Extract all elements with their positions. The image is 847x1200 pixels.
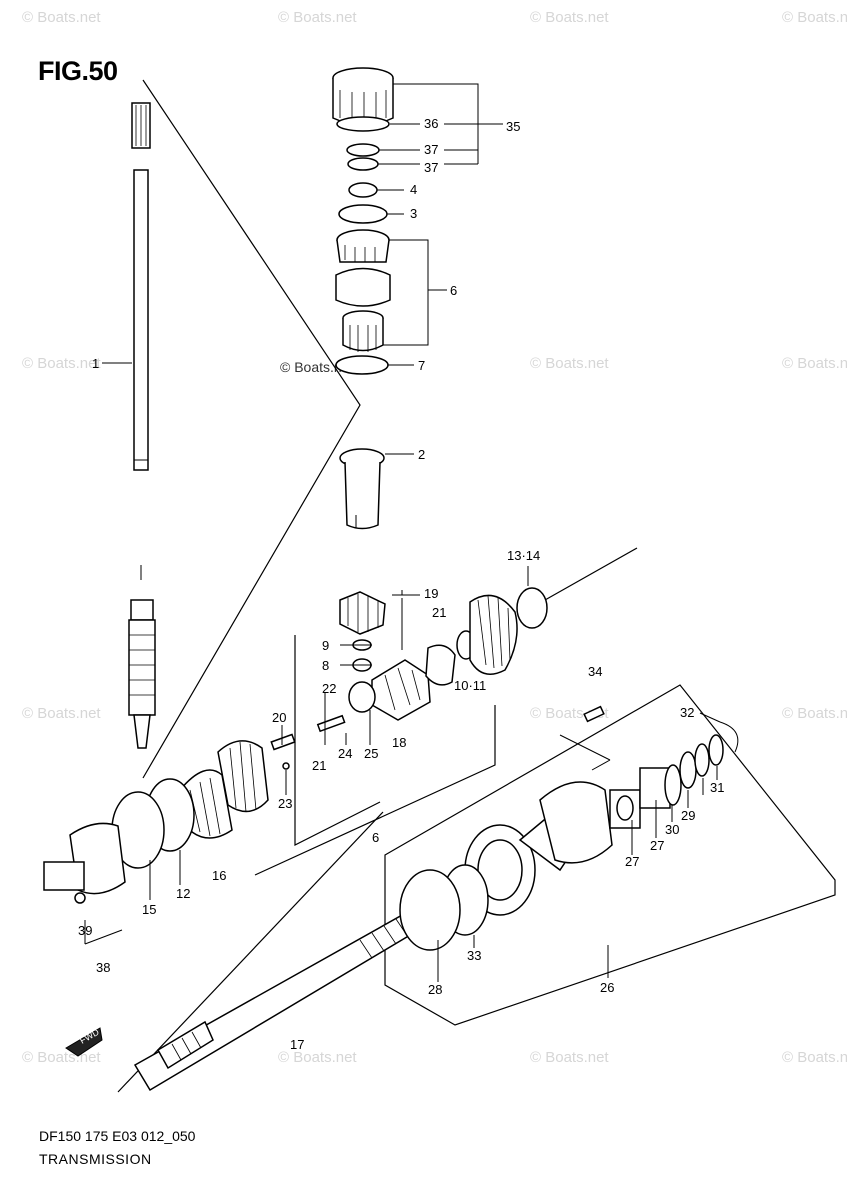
gear-group-frame-left [294, 635, 381, 846]
callout-6: 6 [450, 283, 457, 298]
callout-16: 16 [212, 868, 226, 883]
watermark: © Boats.net [530, 1049, 609, 1066]
watermark: © Boats.net [782, 705, 847, 722]
callout-37b: 37 [424, 160, 438, 175]
shaft-group-frame [142, 79, 361, 779]
callout-1: 1 [92, 356, 99, 371]
group-frames [117, 79, 836, 1093]
watermark: © Boats.net [278, 1049, 357, 1066]
figure-code: DF150 175 E03 012_050 [39, 1128, 196, 1144]
watermark: © Boats.net [280, 359, 353, 375]
callout-21: 21 [432, 605, 446, 620]
callout-8: 8 [322, 658, 329, 673]
callout-3: 3 [410, 206, 417, 221]
housing-assy [399, 705, 739, 951]
drive-shaft [128, 102, 156, 749]
callout-22: 22 [322, 681, 336, 696]
gear-group-frame-bottom [254, 705, 496, 876]
callout-35: 35 [506, 119, 520, 134]
callout-9: 9 [322, 638, 329, 653]
callout-7: 7 [418, 358, 425, 373]
callout-12: 12 [176, 886, 190, 901]
callout-27a: 27 [625, 854, 639, 869]
watermark: © Boats.net [22, 1049, 101, 1066]
watermark: © Boats.net [278, 9, 357, 26]
callout-15: 15 [142, 902, 156, 917]
callout-28: 28 [428, 982, 442, 997]
callout-32: 32 [680, 705, 694, 720]
callout-24: 24 [338, 746, 352, 761]
callout-26: 26 [600, 980, 614, 995]
callout-30: 30 [665, 822, 679, 837]
callout-labels: 1 2 3 4 6 7 35 36 37 37 9 8 10·11 12 13·… [78, 116, 724, 1052]
callout-23: 23 [278, 796, 292, 811]
watermark: © Boats.net [22, 705, 101, 722]
housing-group-frame [384, 684, 836, 1026]
watermark: © Boats.net [22, 9, 101, 26]
callout-25: 25 [364, 746, 378, 761]
callout-19: 19 [424, 586, 438, 601]
callout-17: 17 [290, 1037, 304, 1052]
callout-39: 39 [78, 923, 92, 938]
callout-38: 38 [96, 960, 110, 975]
callout-33: 33 [467, 948, 481, 963]
callout-31: 31 [710, 780, 724, 795]
callout-21b: 21 [312, 758, 326, 773]
watermark: © Boats.net [22, 355, 101, 372]
callout-10-11: 10·11 [454, 678, 486, 693]
watermark: © Boats.net [782, 9, 847, 26]
callout-29: 29 [681, 808, 695, 823]
callout-20: 20 [272, 710, 286, 725]
figure-title: FIG.50 [38, 56, 118, 86]
callout-27b: 27 [650, 838, 664, 853]
gear-group-frame-top [544, 547, 638, 601]
callout-18: 18 [392, 735, 406, 750]
callout-36: 36 [424, 116, 438, 131]
bearing-housing-assy [332, 67, 394, 530]
watermark: © Boats.net [530, 9, 609, 26]
gear-set [43, 587, 548, 904]
watermark: © Boats.net [530, 355, 609, 372]
watermark: © Boats.net [782, 1049, 847, 1066]
section-title: TRANSMISSION [39, 1151, 152, 1167]
propshaft-frame-left [117, 811, 384, 1093]
callout-37a: 37 [424, 142, 438, 157]
leader-lines [84, 83, 721, 982]
callout-13-14: 13·14 [507, 548, 540, 563]
callout-4: 4 [410, 182, 417, 197]
callout-6b: 6 [372, 830, 379, 845]
callout-2: 2 [418, 447, 425, 462]
watermark: © Boats.net [782, 355, 847, 372]
callout-34: 34 [588, 664, 602, 679]
